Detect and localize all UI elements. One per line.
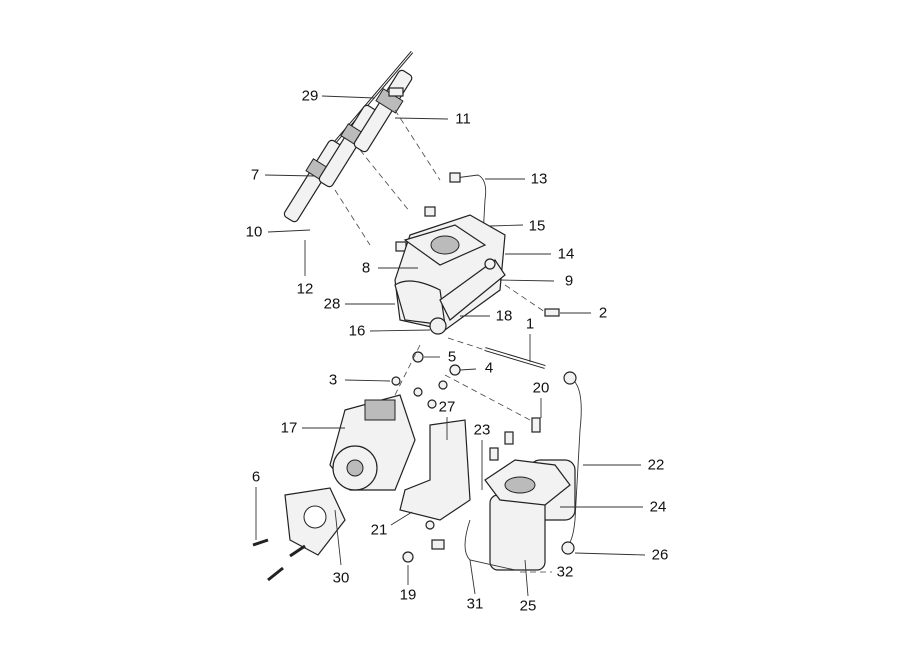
callout-11: 11 <box>455 110 471 128</box>
callout-15: 15 <box>528 217 546 235</box>
callout-12: 12 <box>296 280 314 298</box>
callout-19: 19 <box>399 586 417 604</box>
callout-1: 1 <box>525 315 535 333</box>
callout-6: 6 <box>251 468 261 486</box>
callout-25: 25 <box>519 597 537 615</box>
callout-27: 27 <box>438 398 456 416</box>
callout-5: 5 <box>447 348 457 366</box>
callout-24: 24 <box>649 498 667 516</box>
high-pressure-pump <box>394 214 506 335</box>
callout-23: 23 <box>473 421 491 439</box>
callout-18: 18 <box>495 307 513 325</box>
callout-4: 4 <box>484 359 494 377</box>
leader-lines <box>255 95 646 597</box>
callout-29: 29 <box>301 87 319 105</box>
callout-3: 3 <box>328 371 338 389</box>
callout-8: 8 <box>361 259 371 277</box>
callout-22: 22 <box>647 456 665 474</box>
callout-16: 16 <box>348 322 366 340</box>
callout-17: 17 <box>280 419 298 437</box>
callout-20: 20 <box>532 379 550 397</box>
callout-10: 10 <box>245 223 263 241</box>
callout-31: 31 <box>466 595 484 613</box>
callout-30: 30 <box>332 569 350 587</box>
callout-2: 2 <box>598 304 608 322</box>
callout-26: 26 <box>651 546 669 564</box>
callout-14: 14 <box>557 245 575 263</box>
callout-9: 9 <box>564 272 574 290</box>
callout-32: 32 <box>556 563 574 581</box>
injector-assembly <box>283 51 414 223</box>
callout-21: 21 <box>370 521 388 539</box>
callout-28: 28 <box>323 295 341 313</box>
feed-pump <box>329 394 416 491</box>
fuel-filter <box>484 459 576 571</box>
callout-7: 7 <box>250 166 260 184</box>
callout-13: 13 <box>530 170 548 188</box>
